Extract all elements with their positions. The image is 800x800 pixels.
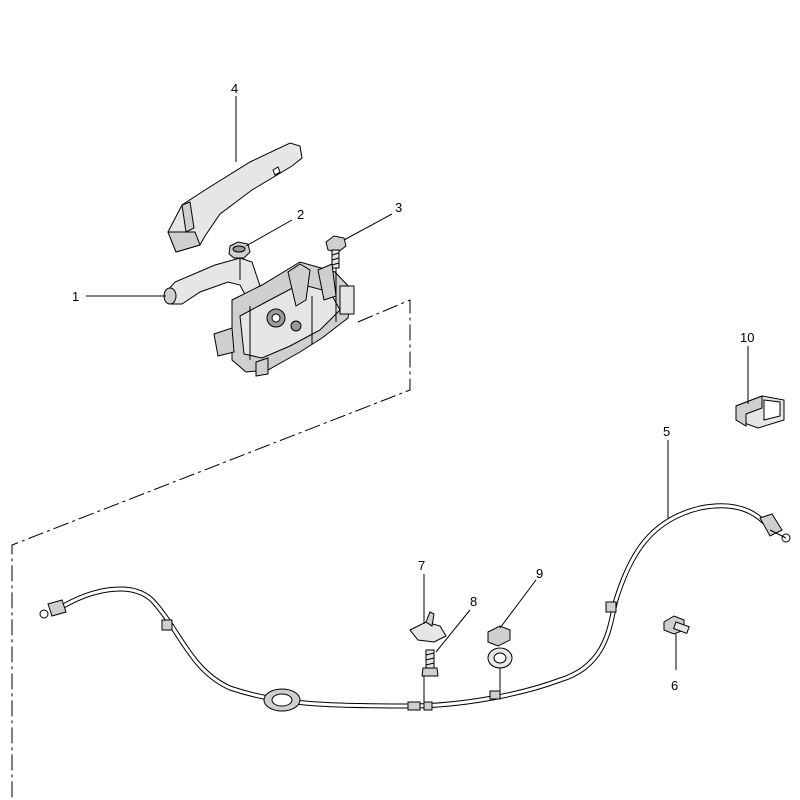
nut [228,241,251,259]
cable-clip [409,611,447,643]
callout-1: 1 [72,289,79,304]
parking-brake-lever [163,257,355,377]
brake-cable [39,503,791,712]
callout-6: 6 [671,678,678,693]
bolt-3 [325,235,347,269]
leader-9 [499,579,537,629]
grommet-clamp [487,625,513,669]
callout-3: 3 [395,200,402,215]
leader-8 [435,609,471,653]
bolt-8 [421,649,439,677]
leader-3 [343,213,393,241]
callout-7: 7 [418,558,425,573]
callout-5: 5 [663,424,670,439]
bolt-6 [663,615,690,635]
leader-2 [245,219,293,247]
callout-10: 10 [740,330,754,345]
callout-9: 9 [536,566,543,581]
bracket [735,395,785,429]
callout-2: 2 [297,207,304,222]
callout-8: 8 [470,594,477,609]
assembly-outline [11,299,411,800]
handle-grip-cover [167,142,303,253]
callout-4: 4 [231,81,238,96]
